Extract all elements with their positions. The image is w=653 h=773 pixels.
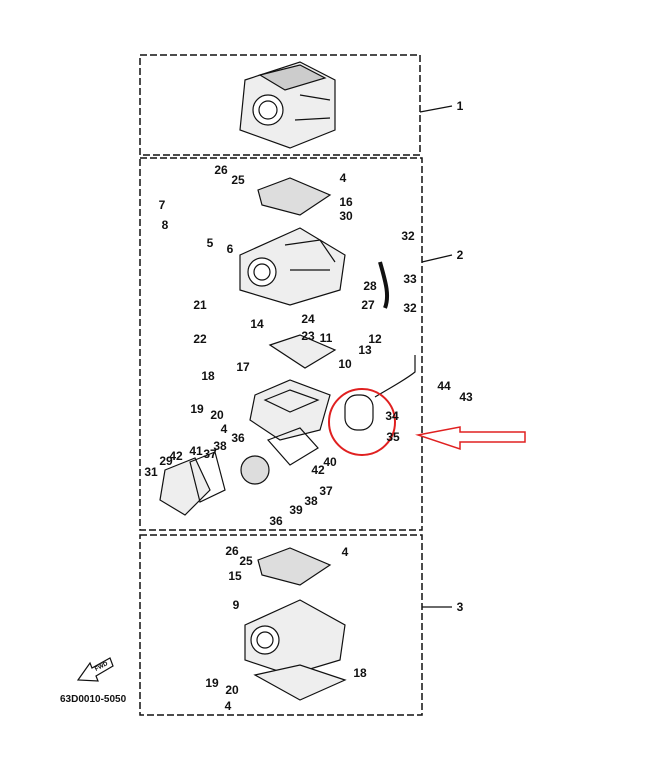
part-callout: 8 <box>161 218 169 232</box>
assembly-callout: 3 <box>456 600 464 614</box>
part-callout: 31 <box>144 465 158 479</box>
part-callout: 32 <box>401 229 415 243</box>
part-callout: 33 <box>403 272 417 286</box>
part-callout: 37 <box>319 484 333 498</box>
part-callout: 42 <box>311 463 325 477</box>
part-callout: 41 <box>189 444 203 458</box>
part-callout: 40 <box>323 455 337 469</box>
part-callout: 4 <box>220 422 228 436</box>
part-callout: 15 <box>228 569 242 583</box>
assembly-callout: 1 <box>456 99 464 113</box>
part-callout: 36 <box>231 431 245 445</box>
part-callout: 4 <box>341 545 349 559</box>
assembly-box-2 <box>139 157 423 531</box>
part-callout: 20 <box>210 408 224 422</box>
part-callout: 29 <box>159 454 173 468</box>
part-callout: 25 <box>231 173 245 187</box>
part-callout: 9 <box>232 598 240 612</box>
part-callout: 24 <box>301 312 315 326</box>
part-callout: 37 <box>203 447 217 461</box>
part-callout: 18 <box>201 369 215 383</box>
part-callout: 32 <box>403 301 417 315</box>
highlight-circle <box>328 388 396 456</box>
part-callout: 14 <box>250 317 264 331</box>
drawing-code: 63D0010-5050 <box>60 694 127 705</box>
part-callout: 38 <box>213 439 227 453</box>
part-callout: 12 <box>368 332 382 346</box>
part-callout: 17 <box>236 360 250 374</box>
carburetor-assembly-3 <box>244 547 347 701</box>
part-callout: 30 <box>339 209 353 223</box>
part-callout: 35 <box>386 430 400 444</box>
part-callout: 16 <box>339 195 353 209</box>
part-callout: 28 <box>363 279 377 293</box>
part-callout: 38 <box>304 494 318 508</box>
part-callout: 4 <box>224 699 232 713</box>
part-callout: 43 <box>459 390 473 404</box>
part-callout: 19 <box>205 676 219 690</box>
fwd-arrow-icon <box>76 657 114 682</box>
part-callout: 42 <box>169 449 183 463</box>
part-callout: 19 <box>190 402 204 416</box>
part-callout: 4 <box>339 171 347 185</box>
part-callout: 27 <box>361 298 375 312</box>
highlight-annotation <box>328 388 526 456</box>
part-callout: 7 <box>158 198 166 212</box>
part-callout: 39 <box>289 503 303 517</box>
assembly-box-3 <box>139 534 423 716</box>
carburetor-assembly-1 <box>239 61 336 149</box>
part-callout: 22 <box>193 332 207 346</box>
part-callout: 44 <box>437 379 451 393</box>
part-callout: 26 <box>225 544 239 558</box>
part-callout: 10 <box>338 357 352 371</box>
part-callout: 36 <box>269 514 283 528</box>
part-callout: 11 <box>319 331 333 345</box>
part-callout: 20 <box>225 683 239 697</box>
carburetor-body-2 <box>159 177 416 516</box>
part-callout: 5 <box>206 236 214 250</box>
part-callout: 21 <box>193 298 207 312</box>
part-callout: 25 <box>239 554 253 568</box>
part-callout: 13 <box>358 343 372 357</box>
part-callout: 26 <box>214 163 228 177</box>
part-callout: 6 <box>226 242 234 256</box>
assembly-box-1 <box>139 54 421 156</box>
part-callout: 18 <box>353 666 367 680</box>
highlight-arrow-icon <box>415 426 526 451</box>
part-callout: 34 <box>385 409 399 423</box>
assembly-callout: 2 <box>456 248 464 262</box>
part-callout: 23 <box>301 329 315 343</box>
